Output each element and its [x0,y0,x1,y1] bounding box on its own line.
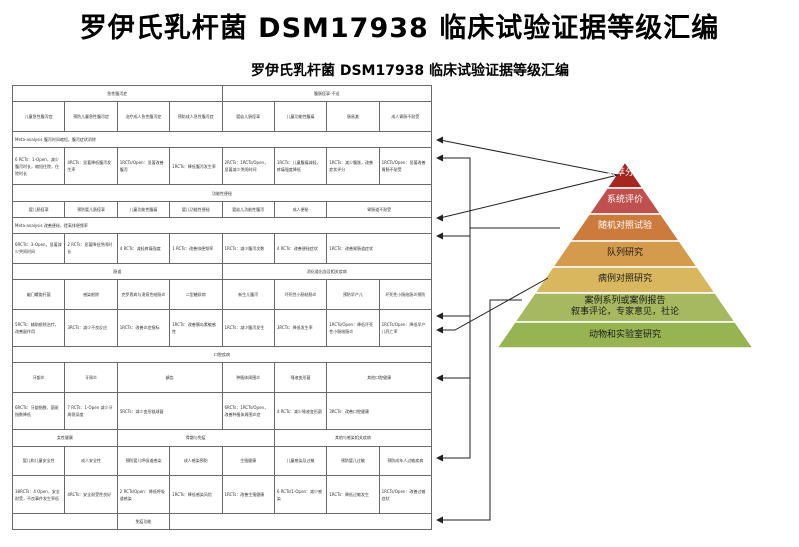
evidence-table: 急性腹泻症 腹肠痉挛-不适 儿童急性腹泻症 预防儿童急性腹泻症 治疗成人急性腹泻… [11,84,433,531]
table-cell: 3RCTs：改善口腔健康 [326,392,432,431]
table-cell: 4 RCTs：改善便秘症状 [273,232,328,264]
column-header: 二型糖尿病 [169,278,223,310]
arrow-case-control [436,277,549,334]
pyramid-level-label: 随机对照试验 [597,221,652,231]
table-cell: 1RCTs/Open：显著改善腹泻 [116,147,171,186]
table-cell: 1RCTs：改善炎症指标 [116,308,171,348]
arrow-rct [436,228,471,240]
column-header: 生殖健康 [221,445,275,477]
column-header: 幽门螺旋杆菌 [11,278,66,310]
pyramid-level-label: 动物和实验室研究 [588,330,661,340]
column-header: 其他口腔健康 [326,362,432,394]
table-cell: 4RCTs：显著降低腹泻发生率 [64,147,118,186]
meta-analysis-row: Meta-analysis 改善便秘，提高排便频率 [12,216,432,234]
column-header: 克罗恩病与溃疡性结肠炎 [116,278,171,310]
connector-arrows [436,136,619,524]
page-title: 罗伊氏乳杆菌 DSM17938 临床试验证据等级汇编 [79,13,720,44]
table-cell: 5RCTs：辅助根除治疗，改善副作用 [11,308,66,348]
pyramid-layer [495,321,755,349]
table-cell: 3RCTs：降低发生率 [273,308,328,348]
meta-analysis-row: Meta-analysis 腹泻时间缩短，腹泻症状消除 [12,130,432,149]
section-header: 消化道出血及相关疾病 [221,262,432,280]
arrow-case-report [436,299,522,524]
table-cell: 1RCTs：降低过敏发生 [326,475,380,514]
section-header: 肠道 [12,262,223,280]
pyramid-level-label: 队列研究 [606,248,643,258]
column-header: 预防成年人过敏疾病 [378,445,433,477]
column-header: 儿童功能性腹痛 [273,101,328,132]
table-cell: 1RCTs/Open：降低早产儿死亡率 [378,308,433,348]
table-cell: 6 RCTs：1-Open，减少腹泻时长，缩短住院，住院时长 [11,147,66,186]
section-header: 腹肠痉挛-不适 [221,84,432,103]
table-cell: 1RCTs：儿童腹痛减轻，疼痛强度降低 [273,147,328,186]
table-cell: 6 RCTs/1-Open：减少感染 [273,475,328,514]
pyramid-level-label: 案例系列或案例报告 叙事评论，专家意见，社论 [570,296,679,317]
table-cell: 7 RCTs：1-Open 减少牙周袋深度 [64,392,118,431]
arrow-meta-analysis [436,136,619,176]
section-header: 口腔疾病 [12,346,432,364]
arrow-rct [436,228,471,320]
table-cell: 1RCTs/Open：显著改善胃肠不耐受 [378,147,433,186]
arrow-meta-analysis [436,174,619,222]
arrow-rct [436,154,560,229]
pyramid-level-label: 荟萃分析 [606,168,643,178]
column-header: 坏死性小肠结肠炎预防 [378,278,433,310]
column-header: 新生儿腹泻 [221,278,275,310]
column-header: 感染根除 [64,278,118,310]
table-cell: 免疫功能 [116,512,171,531]
table-title: 罗伊氏乳杆菌 DSM17938 临床试验证据等级汇编 [250,63,570,79]
table-cell: 1RCTs：减少腹泻发生 [221,308,275,348]
table-cell: 2 RCTs：显著降低哭闹时长 [64,232,118,264]
column-header: 儿童急性腹泻症 [11,101,66,132]
table-cell: 1RCTs/Open：改善过敏症状 [378,475,433,514]
table-cell: 6RCTs：1RCTs/Open，改善种植体周围炎症 [221,392,275,431]
section-header: 女性健康 [12,429,118,447]
section-header: 急性腹泻症 [12,84,223,103]
pyramid-layers [495,160,755,349]
table-cell: 1RCTs：改善胰岛素敏感性 [169,308,223,348]
table-cell [169,512,432,531]
arrow-rct [436,228,471,462]
section-header: 其他与感染相关疾病 [273,429,433,447]
pyramid-level-label: 病例对照研究 [597,274,652,284]
pyramid-level-label: 系统评价 [606,195,643,205]
arrow-rct [436,228,471,382]
